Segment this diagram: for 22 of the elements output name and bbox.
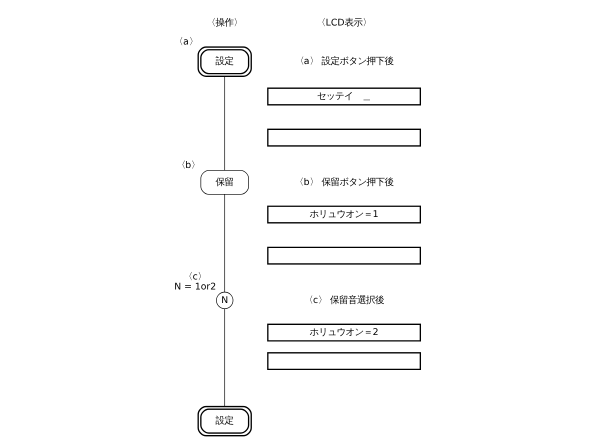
- label: 〈a〉 設定ボタン押下後: [294, 56, 393, 68]
- connector: [224, 194, 225, 292]
- node-label: 〈a〉: [174, 36, 198, 48]
- node-label: N = 1or2: [174, 282, 216, 293]
- connector: [224, 308, 225, 407]
- label: 〈c〉 保留音選択後: [304, 294, 384, 306]
- node-label: 〈c〉: [183, 272, 206, 283]
- node-label: 〈b〉: [176, 160, 200, 171]
- node-box: セッテイ ＿: [266, 88, 420, 106]
- label: 〈LCD表示〉: [316, 18, 371, 29]
- node-box: [266, 246, 420, 265]
- node-box: 保留: [200, 170, 248, 195]
- label: 〈b〉 保留ボタン押下後: [294, 176, 393, 188]
- node-box: [266, 352, 420, 370]
- node-box: 設定: [197, 46, 252, 77]
- node-circle: N: [216, 292, 233, 310]
- node-box: 設定: [197, 406, 252, 436]
- node-box: ホリュウオン＝2: [266, 324, 420, 342]
- connector: [224, 76, 225, 171]
- node-box: ホリュウオン＝1: [266, 206, 420, 224]
- label: 〈操作〉: [206, 18, 242, 29]
- node-box: [266, 128, 420, 147]
